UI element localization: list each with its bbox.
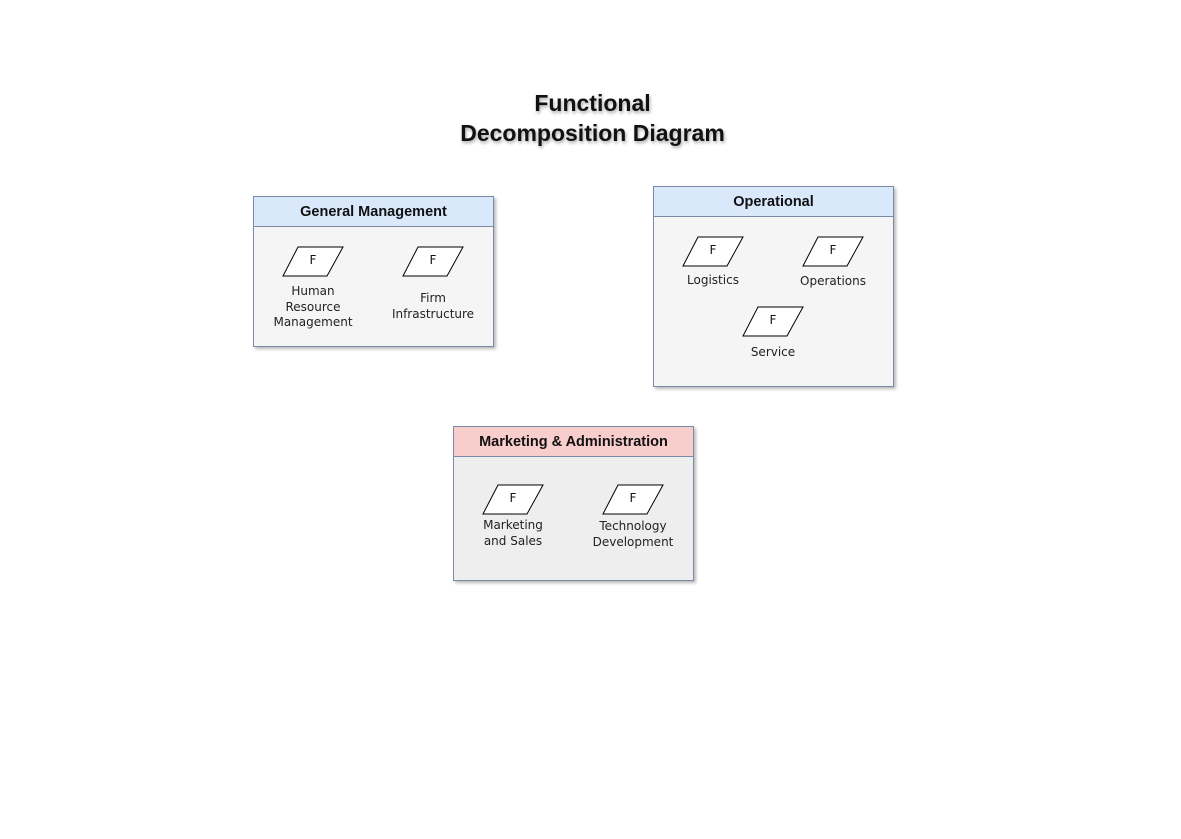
parallelogram-icon xyxy=(402,246,464,277)
function-letter: F xyxy=(629,491,637,505)
function-service[interactable]: F Service xyxy=(713,306,833,396)
function-label-line: Development xyxy=(592,534,674,549)
function-label: Operations xyxy=(773,274,893,290)
function-label: Service xyxy=(713,345,833,361)
function-letter: F xyxy=(309,253,317,267)
diagram-title-line-1: Functional xyxy=(534,90,651,116)
function-operations[interactable]: F Operations xyxy=(773,236,893,326)
parallelogram-icon xyxy=(682,236,744,267)
function-label: Firm Infrastructure xyxy=(373,291,493,322)
parallelogram-icon xyxy=(802,236,864,267)
function-human-resource-management[interactable]: F Human Resource Management xyxy=(253,246,373,336)
function-label: Technology Development xyxy=(573,519,693,550)
function-label-line: Firm xyxy=(420,291,446,305)
function-label-line: Logistics xyxy=(687,273,739,287)
parallelogram-icon xyxy=(742,306,804,337)
function-label-line: Resource xyxy=(285,299,341,314)
function-letter: F xyxy=(769,313,777,327)
parallelogram-icon xyxy=(282,246,344,277)
diagram-title: Functional Decomposition Diagram xyxy=(390,88,795,148)
function-marketing-and-sales[interactable]: F Marketing and Sales xyxy=(453,484,573,574)
function-label-line: and Sales xyxy=(483,533,543,548)
group-marketing-administration[interactable]: Marketing & Administration F Marketing a… xyxy=(453,426,694,581)
function-letter: F xyxy=(509,491,517,505)
function-letter: F xyxy=(709,243,717,257)
group-operational[interactable]: Operational F Logistics F Operations F S… xyxy=(653,186,894,387)
function-label: Logistics xyxy=(653,273,773,289)
function-label-line: Technology xyxy=(599,519,667,533)
group-header-marketing-administration: Marketing & Administration xyxy=(454,427,693,457)
diagram-title-line-2: Decomposition Diagram xyxy=(460,120,725,146)
parallelogram-icon xyxy=(602,484,664,515)
function-firm-infrastructure[interactable]: F Firm Infrastructure xyxy=(373,246,493,336)
function-label-line: Management xyxy=(273,315,353,329)
function-logistics[interactable]: F Logistics xyxy=(653,236,773,326)
group-header-operational: Operational xyxy=(654,187,893,217)
function-label: Human Resource Management xyxy=(253,284,373,331)
function-label-line: Marketing xyxy=(483,518,543,532)
group-header-general-management: General Management xyxy=(254,197,493,227)
function-label-line: Service xyxy=(750,345,796,359)
function-letter: F xyxy=(429,253,437,267)
function-technology-development[interactable]: F Technology Development xyxy=(573,484,693,574)
function-label-line: Infrastructure xyxy=(391,306,475,321)
group-general-management[interactable]: General Management F Human Resource Mana… xyxy=(253,196,494,347)
function-label-line: Operations xyxy=(800,274,866,288)
parallelogram-icon xyxy=(482,484,544,515)
function-letter: F xyxy=(829,243,837,257)
function-label: Marketing and Sales xyxy=(453,518,573,549)
function-label-line: Human xyxy=(291,284,335,298)
